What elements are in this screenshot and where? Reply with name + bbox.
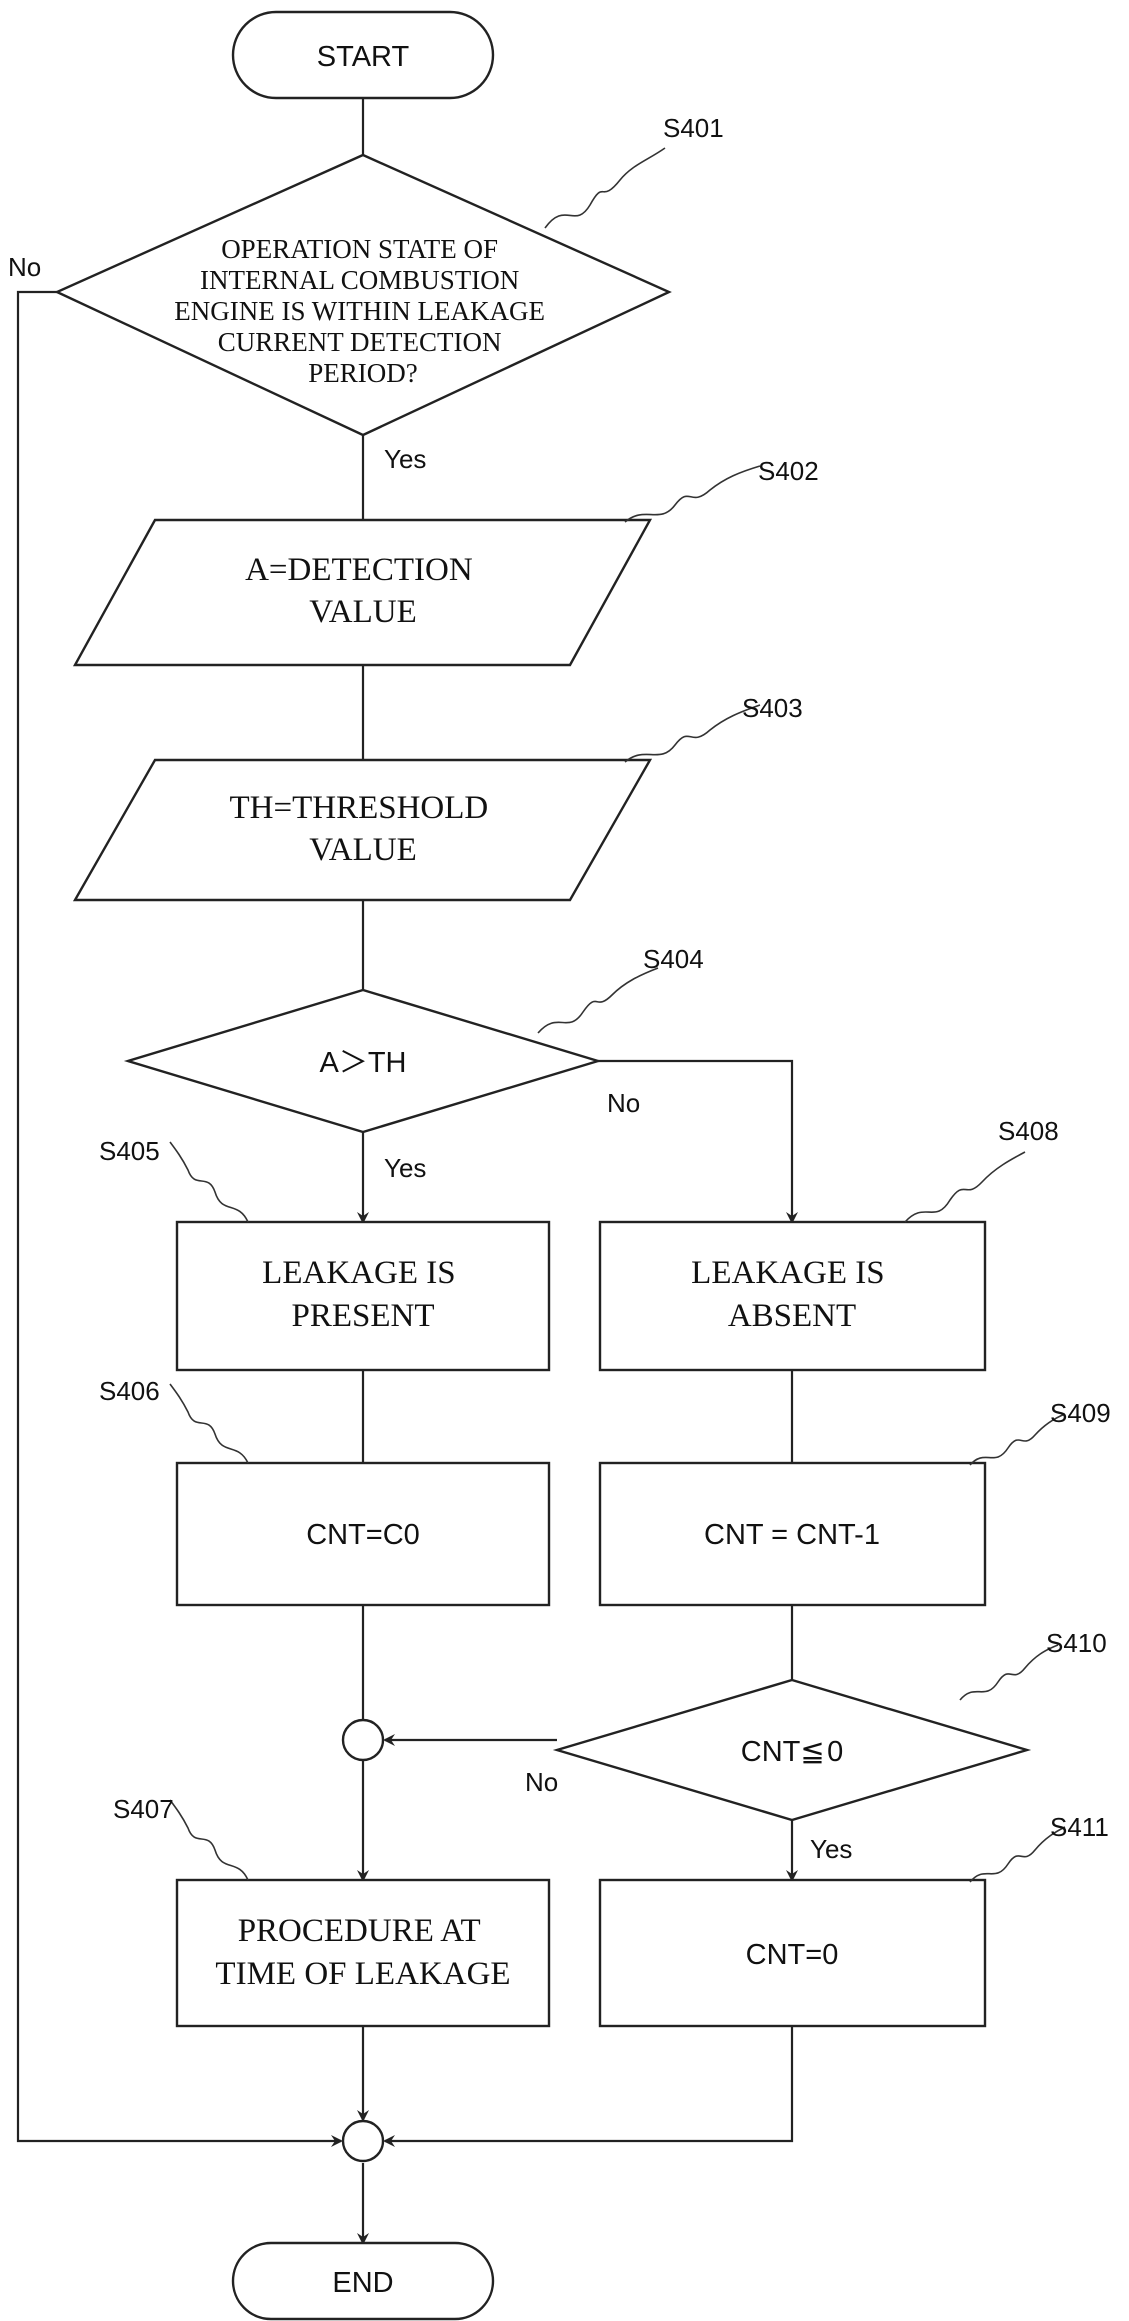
s405-process: LEAKAGE IS PRESENT bbox=[177, 1222, 549, 1370]
s402-line-2: VALUE bbox=[309, 594, 417, 630]
s410-yes-label: Yes bbox=[810, 1834, 852, 1864]
s408-line-2: ABSENT bbox=[728, 1298, 856, 1334]
start-label: START bbox=[317, 41, 410, 73]
s401-yes-label: Yes bbox=[384, 444, 426, 474]
s401-line-1: OPERATION STATE OF bbox=[221, 234, 498, 264]
s405-ref-label: S405 bbox=[99, 1136, 160, 1166]
s410-text: CNT≦ 0 bbox=[741, 1736, 843, 1768]
join-connector bbox=[343, 2121, 383, 2161]
s403-line-2: VALUE bbox=[309, 832, 417, 868]
s406-process: CNT=C0 bbox=[177, 1463, 549, 1605]
s408-leader bbox=[905, 1152, 1025, 1222]
s401-ref-label: S401 bbox=[663, 113, 724, 143]
end-terminal: END bbox=[233, 2243, 493, 2319]
flow-s404-no-to-s408 bbox=[598, 1061, 792, 1222]
s406-ref-label: S406 bbox=[99, 1376, 160, 1406]
s402-ref-label: S402 bbox=[758, 456, 819, 486]
start-terminal: START bbox=[233, 12, 493, 98]
s401-line-4: CURRENT DETECTION bbox=[218, 327, 502, 357]
s401-line-3: ENGINE IS WITHIN LEAKAGE bbox=[174, 296, 545, 326]
s408-process: LEAKAGE IS ABSENT bbox=[600, 1222, 985, 1370]
s405-leader bbox=[170, 1142, 248, 1222]
s407-ref-label: S407 bbox=[113, 1794, 174, 1824]
s401-decision: OPERATION STATE OF INTERNAL COMBUSTION E… bbox=[57, 155, 669, 435]
s403-line-1: TH=THRESHOLD bbox=[229, 790, 488, 826]
s409-process: CNT = CNT-1 bbox=[600, 1463, 985, 1605]
s403-ref-label: S403 bbox=[742, 693, 803, 723]
s404-text: A＞TH bbox=[319, 1047, 406, 1079]
flow-s411-to-join bbox=[385, 2026, 792, 2141]
s405-line-2: PRESENT bbox=[291, 1298, 434, 1334]
s402-data: A=DETECTION VALUE bbox=[75, 520, 650, 665]
s403-data: TH=THRESHOLD VALUE bbox=[75, 760, 650, 900]
s401-line-5: PERIOD? bbox=[308, 358, 418, 388]
s401-line-2: INTERNAL COMBUSTION bbox=[200, 265, 519, 295]
s407-process: PROCEDURE AT TIME OF LEAKAGE bbox=[177, 1880, 549, 2026]
s409-text: CNT = CNT-1 bbox=[704, 1519, 880, 1551]
s405-line-1: LEAKAGE IS bbox=[262, 1255, 455, 1291]
s410-no-label: No bbox=[525, 1767, 558, 1797]
s411-process: CNT=0 bbox=[600, 1880, 985, 2026]
s407-leader bbox=[170, 1800, 248, 1880]
s408-ref-label: S408 bbox=[998, 1116, 1059, 1146]
s407-line-2: TIME OF LEAKAGE bbox=[215, 1956, 510, 1992]
s407-line-1: PROCEDURE AT bbox=[238, 1913, 481, 1949]
s410-ref-label: S410 bbox=[1046, 1628, 1107, 1658]
end-label: END bbox=[332, 2267, 393, 2299]
s402-leader bbox=[625, 466, 760, 522]
s401-no-label: No bbox=[8, 252, 41, 282]
s406-leader bbox=[170, 1384, 248, 1463]
s403-leader bbox=[625, 705, 760, 762]
s404-no-label: No bbox=[607, 1088, 640, 1118]
s404-decision: A＞TH bbox=[128, 990, 598, 1132]
s406-text: CNT=C0 bbox=[306, 1519, 420, 1551]
s408-line-1: LEAKAGE IS bbox=[691, 1255, 884, 1291]
s404-yes-label: Yes bbox=[384, 1153, 426, 1183]
s409-ref-label: S409 bbox=[1050, 1398, 1111, 1428]
s410-leader bbox=[960, 1645, 1058, 1700]
s411-text: CNT=0 bbox=[746, 1939, 839, 1971]
s402-line-1: A=DETECTION bbox=[245, 552, 473, 588]
s404-leader bbox=[538, 968, 658, 1033]
s401-leader bbox=[545, 148, 665, 228]
s404-ref-label: S404 bbox=[643, 944, 704, 974]
merge-connector bbox=[343, 1720, 383, 1760]
s410-decision: CNT≦ 0 bbox=[557, 1680, 1027, 1820]
s411-ref-label: S411 bbox=[1050, 1812, 1109, 1842]
